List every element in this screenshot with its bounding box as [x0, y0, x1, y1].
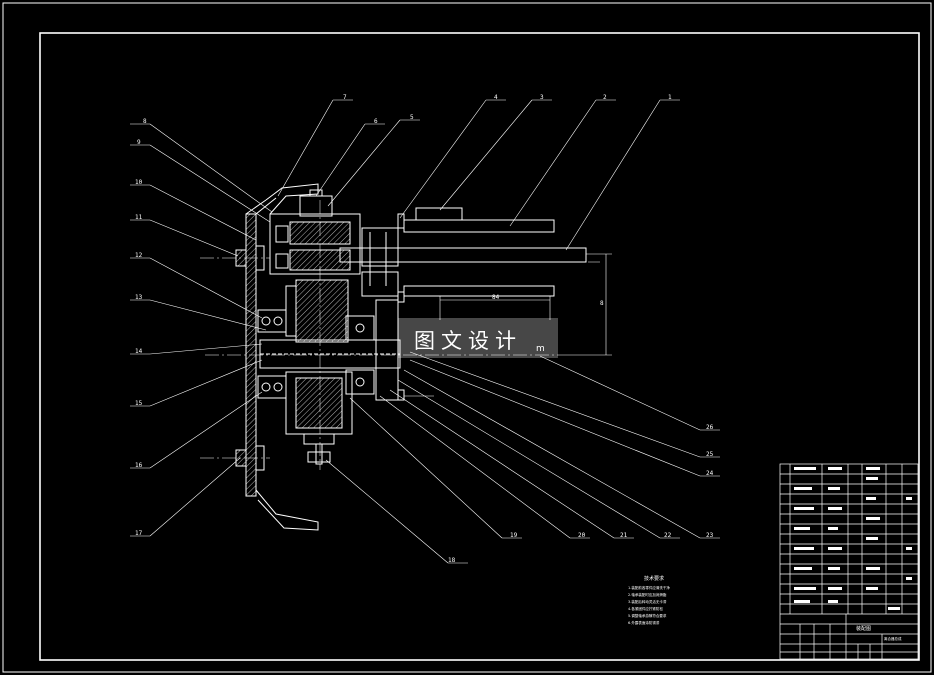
note-4: 4.各紧固件应拧紧防松 — [628, 606, 663, 611]
balloon-14: 14 — [135, 348, 143, 355]
balloon-1: 1 — [668, 94, 672, 101]
balloon-25: 25 — [706, 451, 714, 458]
balloon-22: 22 — [664, 532, 672, 539]
title-block-marks — [794, 467, 912, 610]
balloon-8: 8 — [143, 118, 147, 125]
leader-lines — [130, 99, 720, 564]
balloon-9: 9 — [137, 139, 141, 146]
balloon-11: 11 — [135, 214, 143, 221]
dimension-text: 8 — [600, 300, 604, 307]
notes-title: 技术要求 — [644, 575, 664, 582]
drawing-border — [39, 32, 920, 661]
balloon-3: 3 — [540, 94, 544, 101]
balloon-20: 20 — [578, 532, 586, 539]
clutch-assembly — [235, 183, 612, 531]
balloon-15: 15 — [135, 400, 143, 407]
title-block — [779, 463, 919, 660]
note-2: 2.轴承装配时应加润滑脂 — [628, 592, 667, 597]
watermark-text: 图文设计 — [414, 329, 522, 353]
balloon-23: 23 — [706, 532, 714, 539]
balloon-21: 21 — [620, 532, 628, 539]
balloon-24: 24 — [706, 470, 714, 477]
balloon-16: 16 — [135, 462, 143, 469]
balloon-7: 7 — [343, 94, 347, 101]
balloon-4: 4 — [494, 94, 498, 101]
balloon-12: 12 — [135, 252, 143, 259]
watermark-mark: m — [536, 344, 545, 354]
note-3: 3.装配后转动灵活无卡滞 — [628, 599, 667, 604]
title-block-part-name: 离合器总成 — [884, 636, 902, 641]
balloon-10: 10 — [135, 179, 143, 186]
balloon-19: 19 — [510, 532, 518, 539]
technical-notes: 技术要求 1.装配前各零件应清洗干净 2.轴承装配时应加润滑脂 3.装配后转动灵… — [628, 575, 670, 625]
balloon-labels: 1 2 3 4 5 6 7 8 9 10 11 12 13 14 15 16 1… — [135, 94, 714, 564]
watermark-box — [398, 318, 558, 358]
balloon-6: 6 — [374, 118, 378, 125]
balloon-26: 26 — [706, 424, 714, 431]
title-block-drawing-title: 装配图 — [856, 625, 871, 632]
balloon-13: 13 — [135, 294, 143, 301]
note-5: 5.调整轴承游隙符合要求 — [628, 613, 667, 618]
dimension-text-2: 84 — [492, 294, 500, 301]
balloon-17: 17 — [135, 530, 143, 537]
balloon-2: 2 — [603, 94, 607, 101]
balloon-5: 5 — [410, 114, 414, 121]
balloon-18: 18 — [448, 557, 456, 564]
note-1: 1.装配前各零件应清洗干净 — [628, 585, 670, 590]
note-6: 6.外露表面涂防锈漆 — [628, 620, 660, 625]
